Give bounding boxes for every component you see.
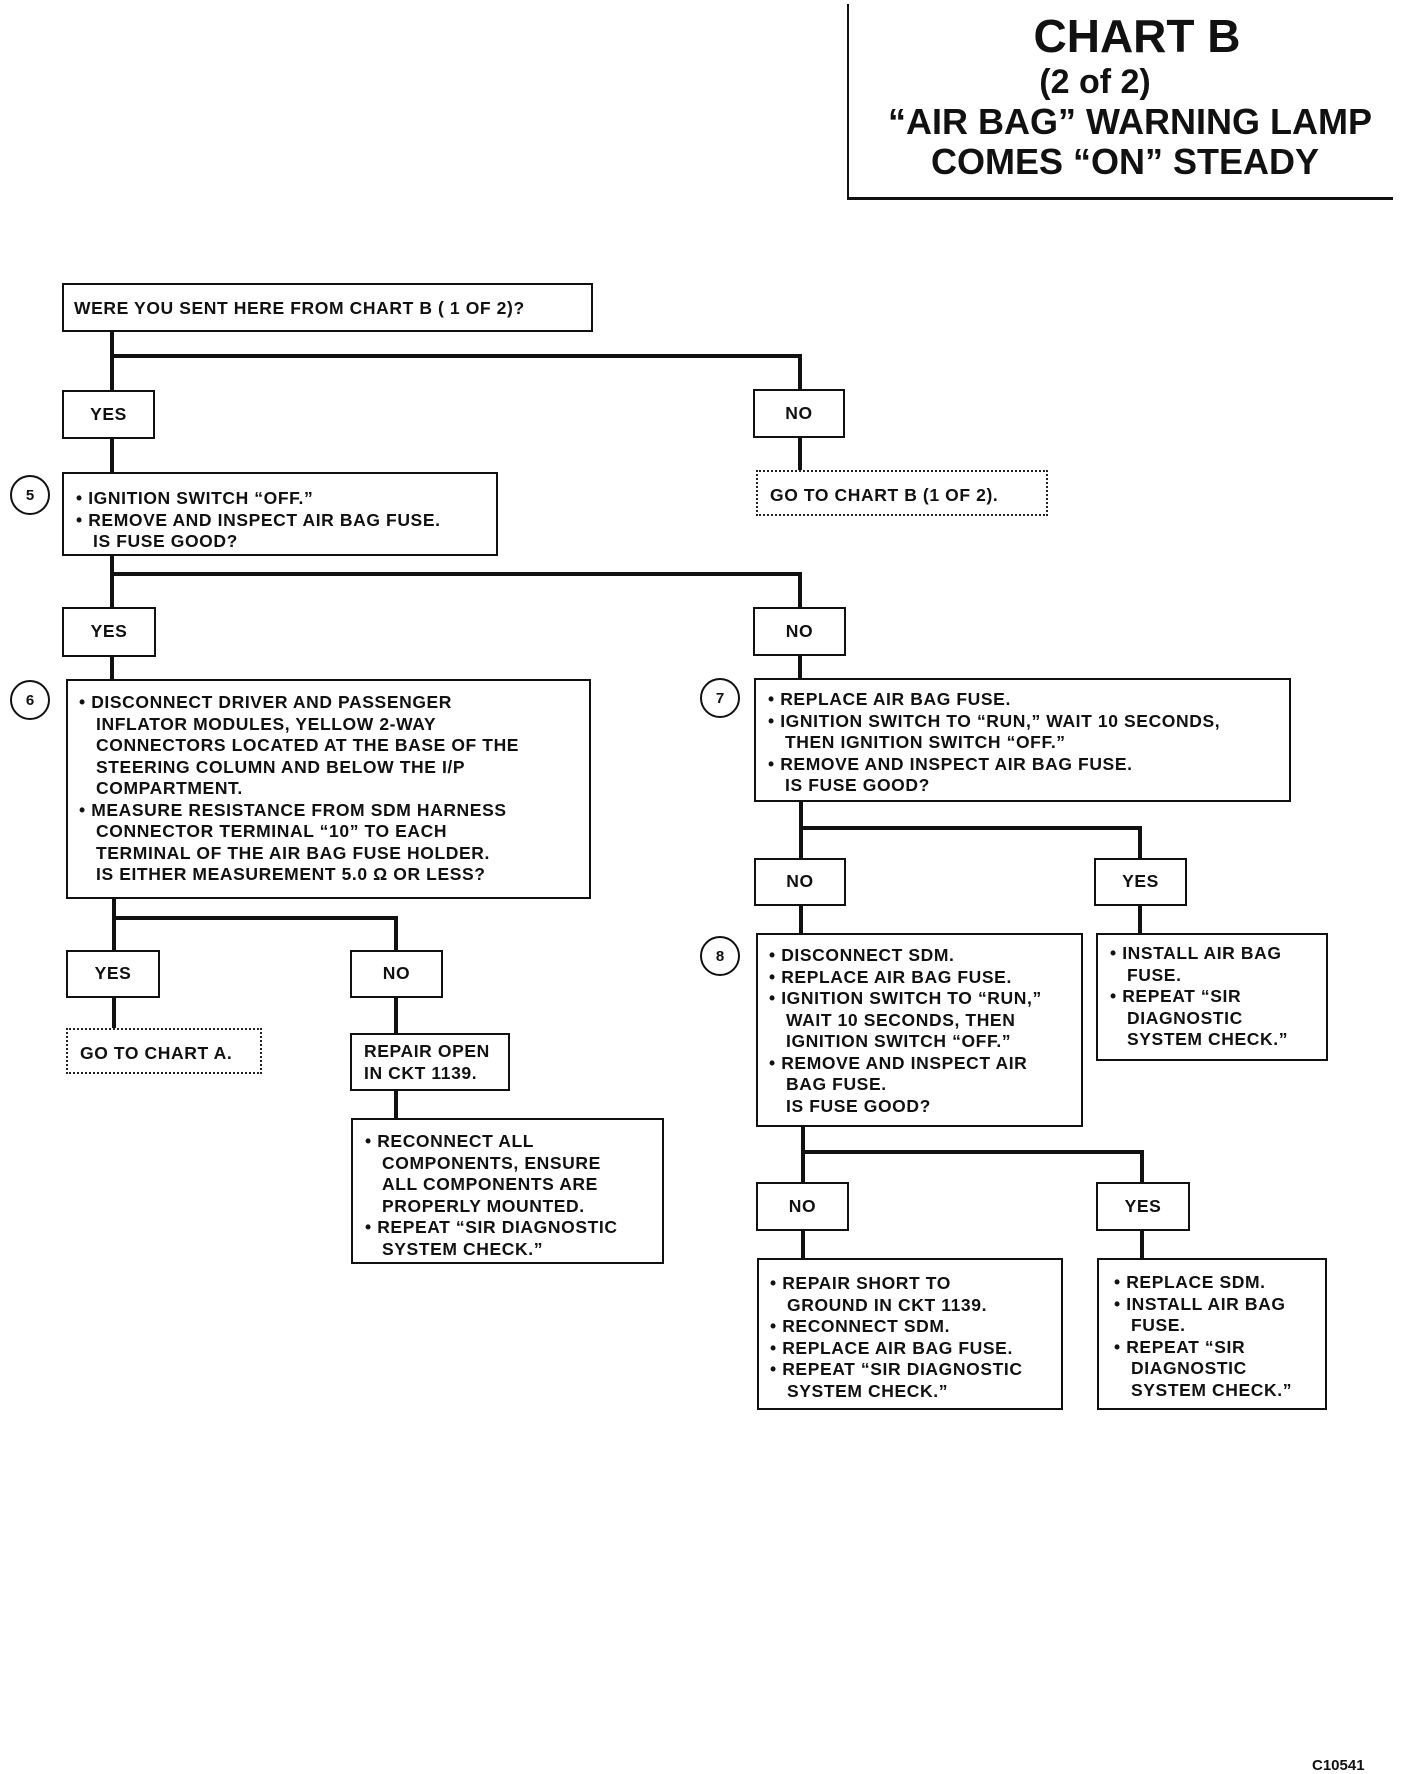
no-label-4: NO xyxy=(754,858,846,906)
connector-step5-no xyxy=(110,572,802,609)
install-fuse-box: • INSTALL AIR BAG FUSE. • REPEAT “SIR DI… xyxy=(1096,933,1328,1061)
step-6-marker: 6 xyxy=(10,680,50,720)
connector-step6-no xyxy=(112,916,398,952)
step-5-box: • IGNITION SWITCH “OFF.” • REMOVE AND IN… xyxy=(62,472,498,556)
step-7-box: • REPLACE AIR BAG FUSE. • IGNITION SWITC… xyxy=(754,678,1291,802)
goto-chart-a-box: GO TO CHART A. xyxy=(66,1028,262,1074)
yes-label-1: YES xyxy=(62,390,155,439)
no-label-1: NO xyxy=(753,389,845,438)
connector-step7-yes xyxy=(799,826,1142,860)
chart-header: CHART B (2 of 2) “AIR BAG” WARNING LAMP … xyxy=(860,10,1400,182)
goto-chart-b1-box: GO TO CHART B (1 OF 2). xyxy=(756,470,1048,516)
reconnect-components-box: • RECONNECT ALL COMPONENTS, ENSURE ALL C… xyxy=(351,1118,664,1264)
yes-label-3: YES xyxy=(66,950,160,998)
step-6-box: • DISCONNECT DRIVER AND PASSENGER INFLAT… xyxy=(66,679,591,899)
step-5-marker: 5 xyxy=(10,475,50,515)
yes-label-5: YES xyxy=(1096,1182,1190,1231)
figure-code: C10541 xyxy=(1312,1757,1365,1774)
yes-label-2: YES xyxy=(62,607,156,657)
header-divider-horizontal xyxy=(847,197,1393,200)
no-label-2: NO xyxy=(753,607,846,656)
connector-step8-yes xyxy=(801,1150,1144,1184)
start-question-box: WERE YOU SENT HERE FROM CHART B ( 1 OF 2… xyxy=(62,283,593,332)
no-label-5: NO xyxy=(756,1182,849,1231)
connector-start-no xyxy=(110,354,802,392)
chart-subtitle-line2: COMES “ON” STEADY xyxy=(930,141,1320,182)
no-label-3: NO xyxy=(350,950,443,998)
replace-sdm-box: • REPLACE SDM. • INSTALL AIR BAG FUSE. •… xyxy=(1097,1258,1327,1410)
step-7-marker: 7 xyxy=(700,678,740,718)
chart-subtitle-line1: “AIR BAG” WARNING LAMP xyxy=(888,101,1372,142)
yes-label-4: YES xyxy=(1094,858,1187,906)
step-8-box: • DISCONNECT SDM. • REPLACE AIR BAG FUSE… xyxy=(756,933,1083,1127)
repair-open-box: REPAIR OPEN IN CKT 1139. xyxy=(350,1033,510,1091)
header-divider-vertical xyxy=(847,4,849,200)
step-8-marker: 8 xyxy=(700,936,740,976)
repair-short-box: • REPAIR SHORT TO GROUND IN CKT 1139. • … xyxy=(757,1258,1063,1410)
chart-title: CHART B xyxy=(1033,10,1241,62)
chart-part: (2 of 2) xyxy=(1039,63,1151,101)
